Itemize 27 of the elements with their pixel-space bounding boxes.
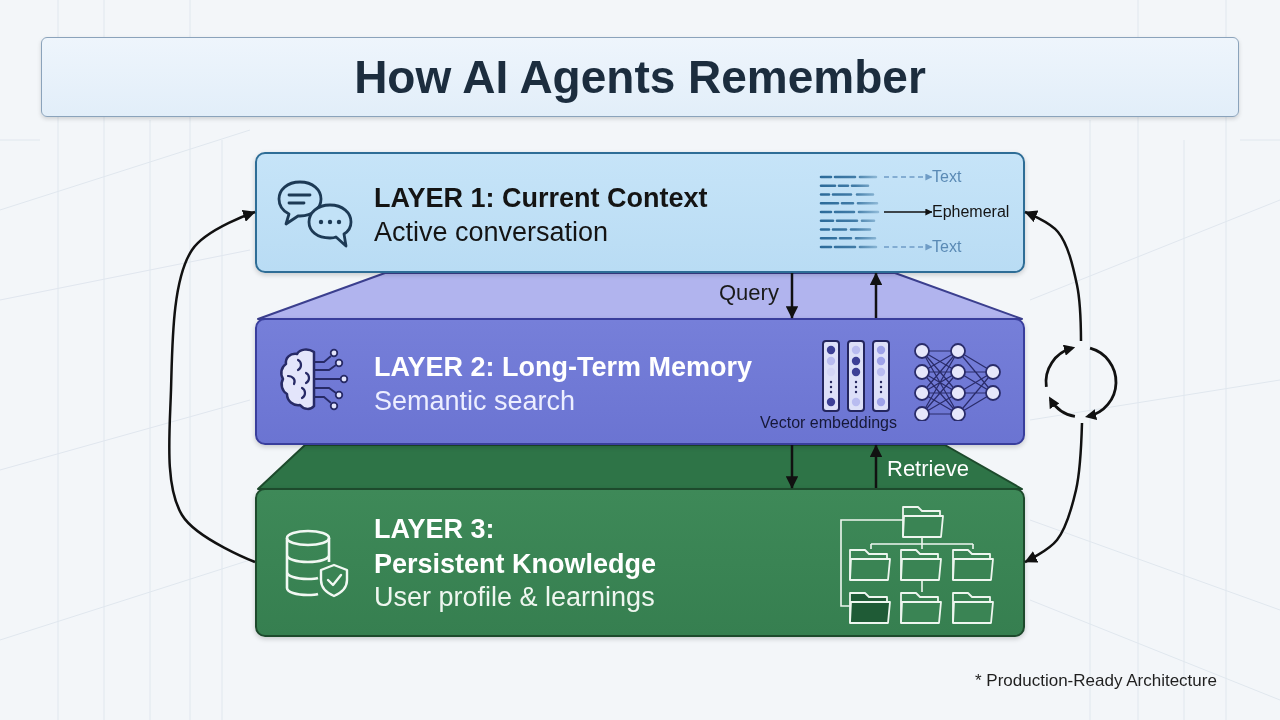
layer-subtitle: User profile & learnings bbox=[374, 581, 655, 614]
arrow bbox=[1024, 422, 1084, 564]
layer-box bbox=[255, 318, 1025, 445]
layer-box bbox=[255, 488, 1025, 637]
icon-caption: Vector embeddings bbox=[760, 413, 897, 433]
arrow bbox=[869, 444, 883, 488]
arrow bbox=[869, 272, 883, 318]
layer-subtitle: Active conversation bbox=[374, 216, 609, 249]
arrow bbox=[1024, 210, 1083, 341]
dashed-arrow bbox=[883, 173, 933, 181]
layer-heading: LAYER 3: Persistent Knowledge bbox=[374, 513, 657, 581]
layer-subtitle: Semantic search bbox=[374, 385, 576, 418]
output-label: Text bbox=[932, 166, 962, 188]
arrow bbox=[883, 208, 933, 216]
footnote: * Production-Ready Architecture bbox=[975, 671, 1217, 692]
arrow bbox=[168, 210, 256, 564]
layer-box bbox=[255, 152, 1025, 273]
layer-heading: LAYER 2: Long-Term Memory bbox=[374, 351, 753, 384]
edge-label: Retrieve bbox=[887, 456, 969, 482]
edge-label: Query bbox=[719, 280, 779, 306]
arrow bbox=[785, 445, 799, 489]
output-label: Text bbox=[932, 236, 962, 258]
arrow bbox=[785, 273, 799, 319]
diagram-title: How AI Agents Remember bbox=[354, 50, 926, 104]
dashed-arrow bbox=[883, 243, 933, 251]
layer-heading: LAYER 1: Current Context bbox=[374, 182, 708, 215]
output-label: Ephemeral bbox=[932, 201, 1010, 223]
